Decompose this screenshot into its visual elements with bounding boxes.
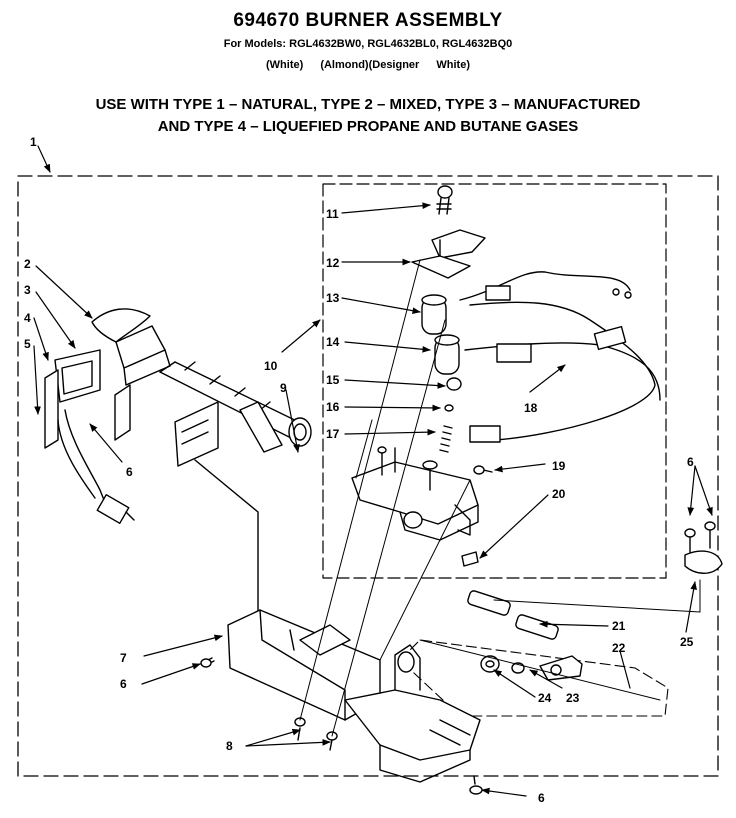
valve-small-parts [439, 377, 462, 453]
valve-screw-19 [473, 465, 493, 475]
callout-20: 20 [552, 487, 566, 501]
callout-18: 18 [524, 401, 538, 415]
callout-2: 2 [24, 257, 31, 271]
igniter-wire [57, 409, 135, 524]
mounting-bracket [227, 609, 481, 783]
callout-11: 11 [326, 207, 339, 221]
orifice-fitting [461, 551, 479, 567]
color-variants: (White) (Almond)(Designer White) [80, 59, 656, 71]
usage-note-line-2: AND TYPE 4 – LIQUEFIED PROPANE AND BUTAN… [157, 118, 579, 135]
bracket-screws [200, 657, 483, 795]
callout-6-bottom: 6 [538, 791, 545, 805]
assembly-boundary [17, 175, 719, 777]
callout-3: 3 [24, 283, 31, 297]
callout-6-clamp: 6 [687, 455, 694, 469]
valve-screw [436, 185, 453, 215]
callout-15: 15 [326, 373, 340, 387]
gas-valve-body [351, 446, 479, 541]
callout-24: 24 [538, 691, 552, 705]
callout-4: 4 [24, 311, 31, 325]
burner-parts-22 [480, 655, 583, 681]
callout-7: 7 [120, 651, 127, 665]
wire-harness [459, 271, 661, 443]
callout-6-bracket: 6 [120, 677, 127, 691]
callout-9: 9 [280, 381, 287, 395]
callout-10: 10 [264, 359, 278, 373]
flame-sensor-plate [174, 401, 219, 467]
igniter-bracket [44, 349, 131, 449]
guide-line-tube-to-bracket [194, 459, 259, 613]
callout-13: 13 [326, 291, 340, 305]
callout-17: 17 [326, 427, 340, 441]
callout-5: 5 [24, 337, 31, 351]
pipe-clamp [684, 521, 723, 574]
callout-23: 23 [566, 691, 580, 705]
callout-14: 14 [326, 335, 340, 349]
valve-coils [421, 294, 460, 375]
model-list: For Models: RGL4632BW0, RGL4632BL0, RGL4… [223, 38, 513, 50]
callout-25: 25 [680, 635, 694, 649]
callout-6-left: 6 [126, 465, 133, 479]
callout-19: 19 [552, 459, 566, 473]
callout-22: 22 [612, 641, 626, 655]
burner-tube [91, 308, 312, 453]
callout-8: 8 [226, 739, 233, 753]
manifold-pipe [467, 590, 559, 640]
valve-assembly-boundary [322, 183, 667, 579]
callout-12: 12 [326, 256, 340, 270]
color-almond-designer-white: (Almond)(Designer White) [320, 59, 470, 71]
color-white: (White) [266, 59, 304, 71]
coil-bracket [411, 229, 486, 279]
usage-note-line-1: USE WITH TYPE 1 – NATURAL, TYPE 2 – MIXE… [95, 96, 641, 113]
guide-lines [299, 259, 701, 737]
diagram-title: 694670 BURNER ASSEMBLY [233, 10, 503, 31]
callout-16: 16 [326, 400, 340, 414]
callout-1: 1 [30, 135, 37, 149]
callout-21: 21 [612, 619, 626, 633]
leader-lines [33, 145, 713, 797]
